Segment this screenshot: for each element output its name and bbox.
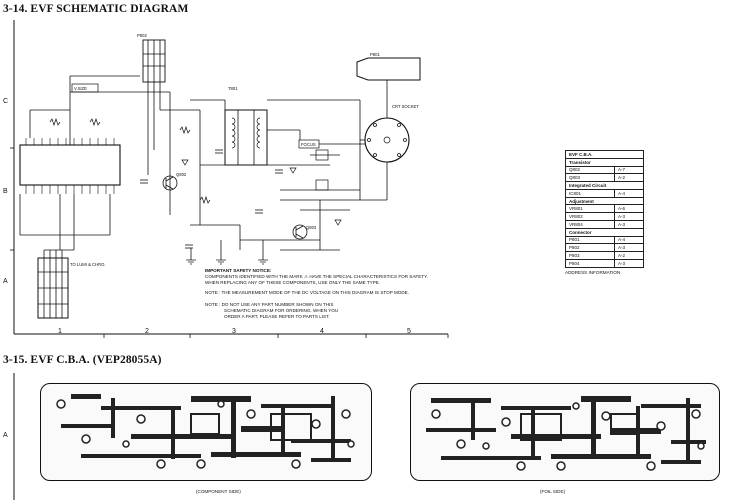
- row-label-b: B: [3, 188, 8, 195]
- col-label-4: 4: [320, 328, 324, 335]
- schematic-title: 3-14. EVF SCHEMATIC DIAGRAM: [3, 3, 189, 15]
- safety-line-2: WHEN REPLACING ANY OF THESE COMPONENTS, …: [205, 280, 381, 285]
- address-caption: ADDRESS INFORMATION: [565, 269, 621, 275]
- row-label-a: A: [3, 278, 8, 285]
- part-note-1: NOTE : DO NOT USE ANY PART NUMBER SHOWN …: [205, 302, 334, 307]
- label-q803: Q803: [306, 225, 317, 230]
- col-label-5: 5: [407, 328, 411, 335]
- part-note-3: ORDER A PART, PLEASE REFER TO PARTS LIST…: [224, 314, 330, 319]
- foil-side-board: [410, 383, 720, 481]
- part-note-2: SCHEMATIC DIAGRAM FOR ORDERING. WHEN YOU: [224, 308, 339, 313]
- label-to-lumi-chro: TO LUMI & CHRO.: [70, 262, 106, 267]
- col-label-1: 1: [58, 328, 62, 335]
- foil-side-traces: [426, 396, 706, 471]
- col-label-2: 2: [145, 328, 149, 335]
- component-side-board: [40, 383, 372, 481]
- component-side-label: (COMPONENT SIDE): [196, 489, 241, 494]
- label-crt-socket: CRT SOCKET: [392, 104, 419, 109]
- component-side-traces: [56, 394, 355, 469]
- foil-side-label: (FOIL SIDE): [540, 489, 566, 494]
- board-section-title: 3-15. EVF C.B.A. (VEP28055A): [3, 354, 162, 366]
- safety-line-1: COMPONENTS IDENTIFIED WITH THE MARK ⚠ HA…: [205, 274, 428, 279]
- label-p801: P801: [370, 52, 380, 57]
- label-focus: FOCUS: [301, 142, 316, 147]
- safety-notes: IMPORTANT SAFETY NOTICE: COMPONENTS IDEN…: [205, 268, 428, 320]
- label-q802: Q802: [176, 172, 187, 177]
- board-row-label-a: A: [3, 432, 8, 439]
- col-label-3: 3: [232, 328, 236, 335]
- evf-schematic-circuit: [19, 39, 421, 319]
- row-label-c: C: [3, 98, 9, 105]
- label-t801: T801: [228, 86, 238, 91]
- label-p802: P802: [137, 33, 147, 38]
- safety-heading: IMPORTANT SAFETY NOTICE:: [205, 268, 272, 273]
- label-v-size: V.SIZE: [74, 86, 87, 91]
- dc-note: NOTE : THE MEASUREMENT MODE OF THE DC VO…: [205, 290, 410, 295]
